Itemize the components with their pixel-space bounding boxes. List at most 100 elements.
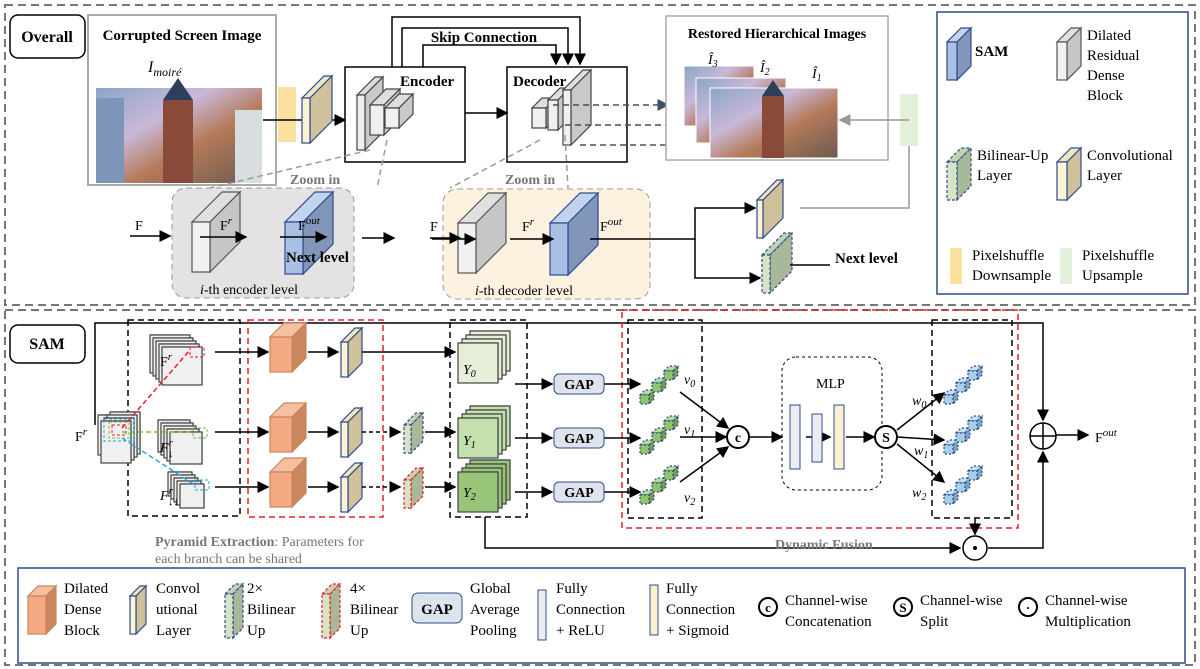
- legend-label: Up: [247, 623, 265, 639]
- drdb-block: [456, 191, 508, 275]
- y1-feature: [457, 417, 499, 459]
- weight-cube: [954, 376, 972, 394]
- skip-connections: [391, 16, 586, 67]
- dynamic-fusion-box: [621, 309, 1019, 529]
- legend-label: Convolutional: [1087, 148, 1173, 164]
- legend-label: Dense: [1087, 68, 1125, 84]
- v-box: [627, 319, 703, 519]
- y-box: [449, 319, 528, 518]
- gap-block: GAP: [553, 481, 605, 503]
- fr-down-feature: [169, 431, 203, 465]
- legend-label: Upsample: [1082, 268, 1143, 284]
- sam-arrows: [121, 346, 1090, 554]
- conv-layer-block: [339, 326, 364, 379]
- legend-label: Bilinear-Up: [977, 148, 1048, 164]
- sam-Fr: Fr: [75, 426, 88, 445]
- pyramid-conv-box: [247, 319, 384, 518]
- dec-F: F: [430, 220, 438, 235]
- vector-cube: [662, 364, 680, 382]
- weight-cube: [942, 438, 960, 456]
- restored-label-3: Î3: [707, 51, 718, 70]
- gap-label: GAP: [564, 378, 594, 393]
- legend-label: 4×: [350, 581, 366, 597]
- symbol-icon: [1018, 597, 1038, 617]
- drdb-block-icon: [1055, 26, 1083, 82]
- sam-block: [548, 191, 600, 277]
- legend-label: Up: [350, 623, 368, 639]
- w-box: [931, 319, 1013, 519]
- weight-cube: [942, 388, 960, 406]
- legend-label: Channel-wise: [1045, 593, 1128, 609]
- enc-next-level: Next level: [286, 250, 349, 266]
- bilinear-2x-block: [402, 411, 425, 455]
- fc-relu: [789, 404, 801, 470]
- pixelshuffle-downsample: [278, 87, 296, 142]
- legend-label: 2×: [247, 581, 263, 597]
- vector-cube: [662, 414, 680, 432]
- pixelshuffle-up-icon: [1060, 248, 1072, 284]
- legend-label: Multiplication: [1045, 614, 1131, 630]
- legend-label: Block: [64, 623, 100, 639]
- enc-F: F: [135, 219, 143, 234]
- pyramid-box: [127, 319, 241, 517]
- legend-label: Pixelshuffle: [972, 248, 1045, 264]
- conv-layer-block: [339, 461, 364, 514]
- restored-title: Restored Hierarchical Images: [688, 27, 867, 42]
- overall-section: [4, 4, 1196, 306]
- fc-sigmoid-icon: [649, 584, 659, 636]
- vector-cube: [638, 438, 656, 456]
- next-level: Next level: [835, 251, 898, 267]
- y1-label: Y1: [463, 434, 476, 451]
- fr-feature: [161, 346, 203, 386]
- weight-cube: [942, 488, 960, 506]
- legend-label: Dense: [64, 602, 102, 618]
- legend-label: Connection: [556, 602, 626, 618]
- split-symbol: [874, 425, 898, 449]
- top-legend: [936, 11, 1189, 295]
- drdb-block: [190, 190, 242, 274]
- weight-cube: [954, 426, 972, 444]
- concat-symbol-text: c: [735, 431, 741, 446]
- decoder-label: Decoder: [513, 74, 567, 90]
- legend-label: Layer: [977, 168, 1012, 184]
- dilated-dense-block-icon: [26, 584, 58, 636]
- mlp-label: MLP: [816, 377, 845, 392]
- y2-feature: [457, 471, 499, 513]
- skip-connection-label: Skip Connection: [431, 30, 538, 46]
- legend-label: + ReLU: [556, 623, 605, 639]
- encoder-label: Encoder: [400, 74, 455, 90]
- dilated-dense-block: [268, 321, 308, 374]
- gap-label: GAP: [564, 432, 594, 447]
- dec-caption: i-th decoder level: [475, 284, 573, 299]
- pixelshuffle-down-icon: [950, 248, 962, 284]
- sam-block: [283, 190, 335, 276]
- pyramid-caption: Pyramid Extraction: Parameters for: [155, 535, 364, 550]
- bilinear-4x-icon: [320, 582, 342, 640]
- sam-label-box: [9, 324, 86, 364]
- zoom-lines: [209, 134, 569, 189]
- legend-label: Bilinear: [350, 602, 398, 618]
- legend-label: Layer: [1087, 168, 1122, 184]
- vector-cube: [650, 476, 668, 494]
- w1-label: w1: [914, 444, 928, 461]
- conv-layer-block: [755, 178, 785, 240]
- residual-line: [94, 322, 1049, 425]
- overall-label: Overall: [21, 29, 73, 46]
- sam-Fdd: Fr↓↓: [159, 485, 179, 508]
- dilated-dense-block: [268, 401, 308, 454]
- enc-caption: i-th encoder level: [200, 283, 298, 298]
- enc-Fout: Fout: [298, 215, 321, 234]
- legend-label: SAM: [975, 44, 1008, 60]
- bilinear-block: [760, 231, 794, 295]
- y0-label: Y0: [463, 363, 476, 380]
- dec-Fout: Fout: [600, 216, 623, 235]
- enc-Fr: Fr: [220, 215, 233, 234]
- sam-label: SAM: [29, 336, 65, 353]
- dynamic-fusion-label: Dynamic Fusion: [775, 538, 873, 553]
- legend-label: Pooling: [470, 623, 517, 639]
- vector-cube: [662, 464, 680, 482]
- legend-label: Channel-wise: [785, 593, 868, 609]
- bottom-legend: [17, 567, 1186, 664]
- input-symbol: Imoiré: [147, 59, 182, 79]
